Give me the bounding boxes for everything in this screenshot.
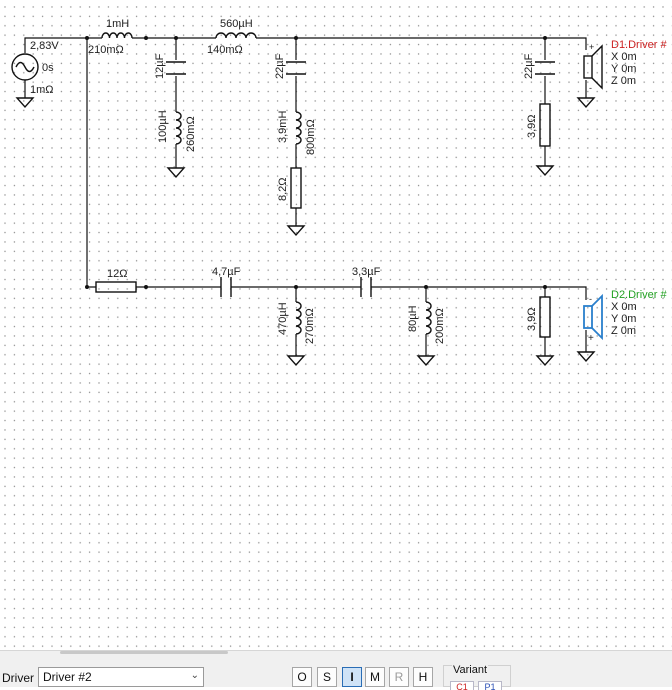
svg-text:+: +	[588, 333, 594, 344]
speaker-icon	[583, 305, 593, 329]
capacitor-c3[interactable]: 22µF	[523, 53, 555, 79]
bottom-toolbar: Driver Driver #2 ⌄ O S I M R H Variant C…	[0, 650, 672, 690]
inductor-l2[interactable]: 560µH 140mΩ	[207, 18, 257, 56]
mode-button-o[interactable]: O	[292, 667, 312, 687]
svg-text:+: +	[589, 42, 594, 52]
inductor-d2-l1[interactable]: 470µH 270mΩ	[277, 301, 316, 344]
mode-button-i[interactable]: I	[342, 667, 362, 687]
resistor-d2-r1[interactable]: 12Ω	[95, 268, 137, 293]
chevron-down-icon: ⌄	[190, 670, 199, 681]
d2-c2-value: 3,3µF	[352, 266, 381, 278]
inductor-l3[interactable]: 100µH 260mΩ	[157, 110, 197, 152]
d2-l2-value: 80µH	[407, 305, 419, 332]
l3-value: 100µH	[157, 110, 169, 143]
ac-source[interactable]: 2,83V 0s 1mΩ	[11, 40, 59, 96]
capacitor-c2[interactable]: 22µF	[274, 53, 306, 79]
svg-text:-: -	[589, 83, 592, 93]
d2-l1-value: 470µH	[277, 302, 289, 335]
mode-button-m[interactable]: M	[365, 667, 385, 687]
driver1-z: Z 0m	[611, 75, 636, 87]
l1-value: 1mH	[106, 18, 129, 30]
source-phase: 0s	[42, 62, 54, 74]
variant-group: Variant C1 P1	[443, 664, 511, 690]
driver2-y: Y 0m	[611, 313, 636, 325]
l4-resistance: 800mΩ	[305, 119, 317, 155]
source-voltage: 2,83V	[30, 40, 59, 52]
mode-button-s[interactable]: S	[317, 667, 337, 687]
ground-icon	[535, 355, 555, 367]
c3-value: 22µF	[523, 53, 535, 79]
mode-button-h[interactable]: H	[413, 667, 433, 687]
svg-text:-: -	[589, 294, 592, 304]
grid-background	[0, 0, 672, 650]
l4-value: 3,9mH	[277, 111, 289, 143]
ground-icon	[535, 165, 555, 177]
variant-label: Variant	[452, 664, 489, 676]
capacitor-d2-c1[interactable]: 4,7µF	[212, 266, 241, 297]
driver2-z: Z 0m	[611, 325, 636, 337]
inductor-l4[interactable]: 3,9mH 800mΩ	[277, 111, 317, 155]
source-resistance: 1mΩ	[30, 84, 54, 96]
inductor-l1[interactable]: 1mH 210mΩ	[88, 18, 133, 56]
capacitor-c1[interactable]: 12µF	[154, 53, 186, 79]
d2-l2-resistance: 200mΩ	[434, 308, 446, 344]
c1-value: 12µF	[154, 53, 166, 79]
inductor-d2-l2[interactable]: 80µH 200mΩ	[407, 301, 446, 344]
resistor-r2[interactable]: 3,9Ω	[526, 103, 551, 147]
d2-c1-value: 4,7µF	[212, 266, 241, 278]
l1-resistance: 210mΩ	[88, 44, 124, 56]
junction-dots	[85, 36, 547, 289]
driver1-name: D1.Driver #	[611, 39, 668, 51]
driver-label: Driver	[2, 671, 34, 685]
ground-icon	[416, 355, 436, 367]
horizontal-scrollbar[interactable]	[60, 651, 228, 654]
driver-select-value: Driver #2	[43, 670, 92, 684]
l3-resistance: 260mΩ	[185, 116, 197, 152]
driver2-x: X 0m	[611, 301, 637, 313]
ground-icon	[166, 167, 186, 179]
ground-symbols	[15, 97, 596, 367]
l2-value: 560µH	[220, 18, 253, 30]
l2-resistance: 140mΩ	[207, 44, 243, 56]
capacitor-d2-c2[interactable]: 3,3µF	[352, 266, 381, 297]
d2-r2-value: 3,9Ω	[526, 307, 538, 331]
resistor-r1[interactable]: 8,2Ω	[277, 167, 302, 209]
speaker-icon	[583, 55, 593, 79]
r1-value: 8,2Ω	[277, 177, 289, 201]
ground-icon	[576, 351, 596, 363]
d2-l1-resistance: 270mΩ	[304, 308, 316, 344]
driver1-x: X 0m	[611, 51, 637, 63]
r2-value: 3,9Ω	[526, 114, 538, 138]
driver-select[interactable]: Driver #2 ⌄	[38, 667, 204, 687]
mode-button-r[interactable]: R	[389, 667, 409, 687]
resistor-d2-r2[interactable]: 3,9Ω	[526, 296, 551, 338]
d2-r1-value: 12Ω	[107, 268, 127, 280]
speaker-driver1[interactable]: + - D1.Driver # X 0m Y 0m Z 0m	[583, 39, 668, 93]
schematic-canvas[interactable]: 2,83V 0s 1mΩ 1mH 210mΩ 560µH 140mΩ 12µF …	[0, 0, 672, 650]
driver2-name: D2.Driver #	[611, 289, 668, 301]
ground-icon	[286, 355, 306, 367]
ground-icon	[286, 225, 306, 237]
c2-value: 22µF	[274, 53, 286, 79]
ground-icon	[15, 97, 35, 109]
speaker-driver2[interactable]: - + D2.Driver # X 0m Y 0m Z 0m	[583, 289, 668, 344]
driver1-y: Y 0m	[611, 63, 636, 75]
ground-icon	[576, 97, 596, 109]
